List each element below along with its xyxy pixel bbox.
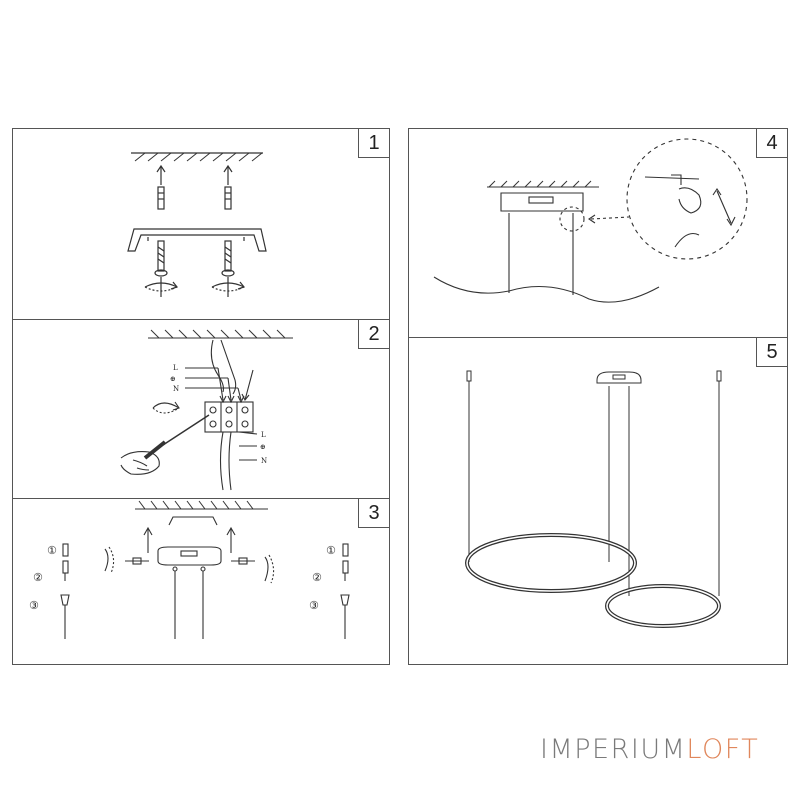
step-1-panel: 1 bbox=[12, 128, 390, 320]
step-5-panel: 5 bbox=[408, 337, 788, 665]
brand-part-2: LOFT bbox=[686, 734, 760, 765]
step-4-panel: 4 bbox=[408, 128, 788, 338]
step-2-panel: 2 bbox=[12, 319, 390, 499]
step-2-illustration: L ⊕ N L ⊕ N bbox=[120, 329, 293, 491]
part-2-right: ② bbox=[312, 571, 322, 584]
step-3-illustration: ① ② ③ ① ② ③ bbox=[29, 500, 350, 639]
part-1-left: ① bbox=[47, 544, 57, 557]
wire-label-n-bottom: N bbox=[261, 457, 267, 465]
brand-logo: IMPERIUMLOFT bbox=[540, 734, 759, 765]
step-3-panel: 3 bbox=[12, 498, 390, 665]
step-4-illustration bbox=[433, 138, 748, 303]
part-3-right: ③ bbox=[309, 599, 319, 612]
step-4-number: 4 bbox=[756, 128, 788, 158]
part-3-left: ③ bbox=[29, 599, 39, 612]
wire-label-l-bottom: L bbox=[261, 431, 266, 439]
step-5-number: 5 bbox=[756, 337, 788, 367]
part-2-left: ② bbox=[33, 571, 43, 584]
wire-label-ground-top: ⊕ bbox=[170, 375, 176, 383]
brand-part-1: IMPERIUM bbox=[540, 734, 687, 765]
wire-label-ground-bottom: ⊕ bbox=[260, 443, 266, 451]
step-1-number: 1 bbox=[358, 128, 390, 158]
wire-label-l-top: L bbox=[173, 364, 178, 372]
step-2-number: 2 bbox=[358, 319, 390, 349]
step-1-illustration bbox=[127, 152, 267, 297]
wire-label-n-top: N bbox=[173, 385, 179, 393]
part-1-right: ① bbox=[326, 544, 336, 557]
step-3-number: 3 bbox=[358, 498, 390, 528]
step-5-illustration bbox=[465, 370, 722, 628]
